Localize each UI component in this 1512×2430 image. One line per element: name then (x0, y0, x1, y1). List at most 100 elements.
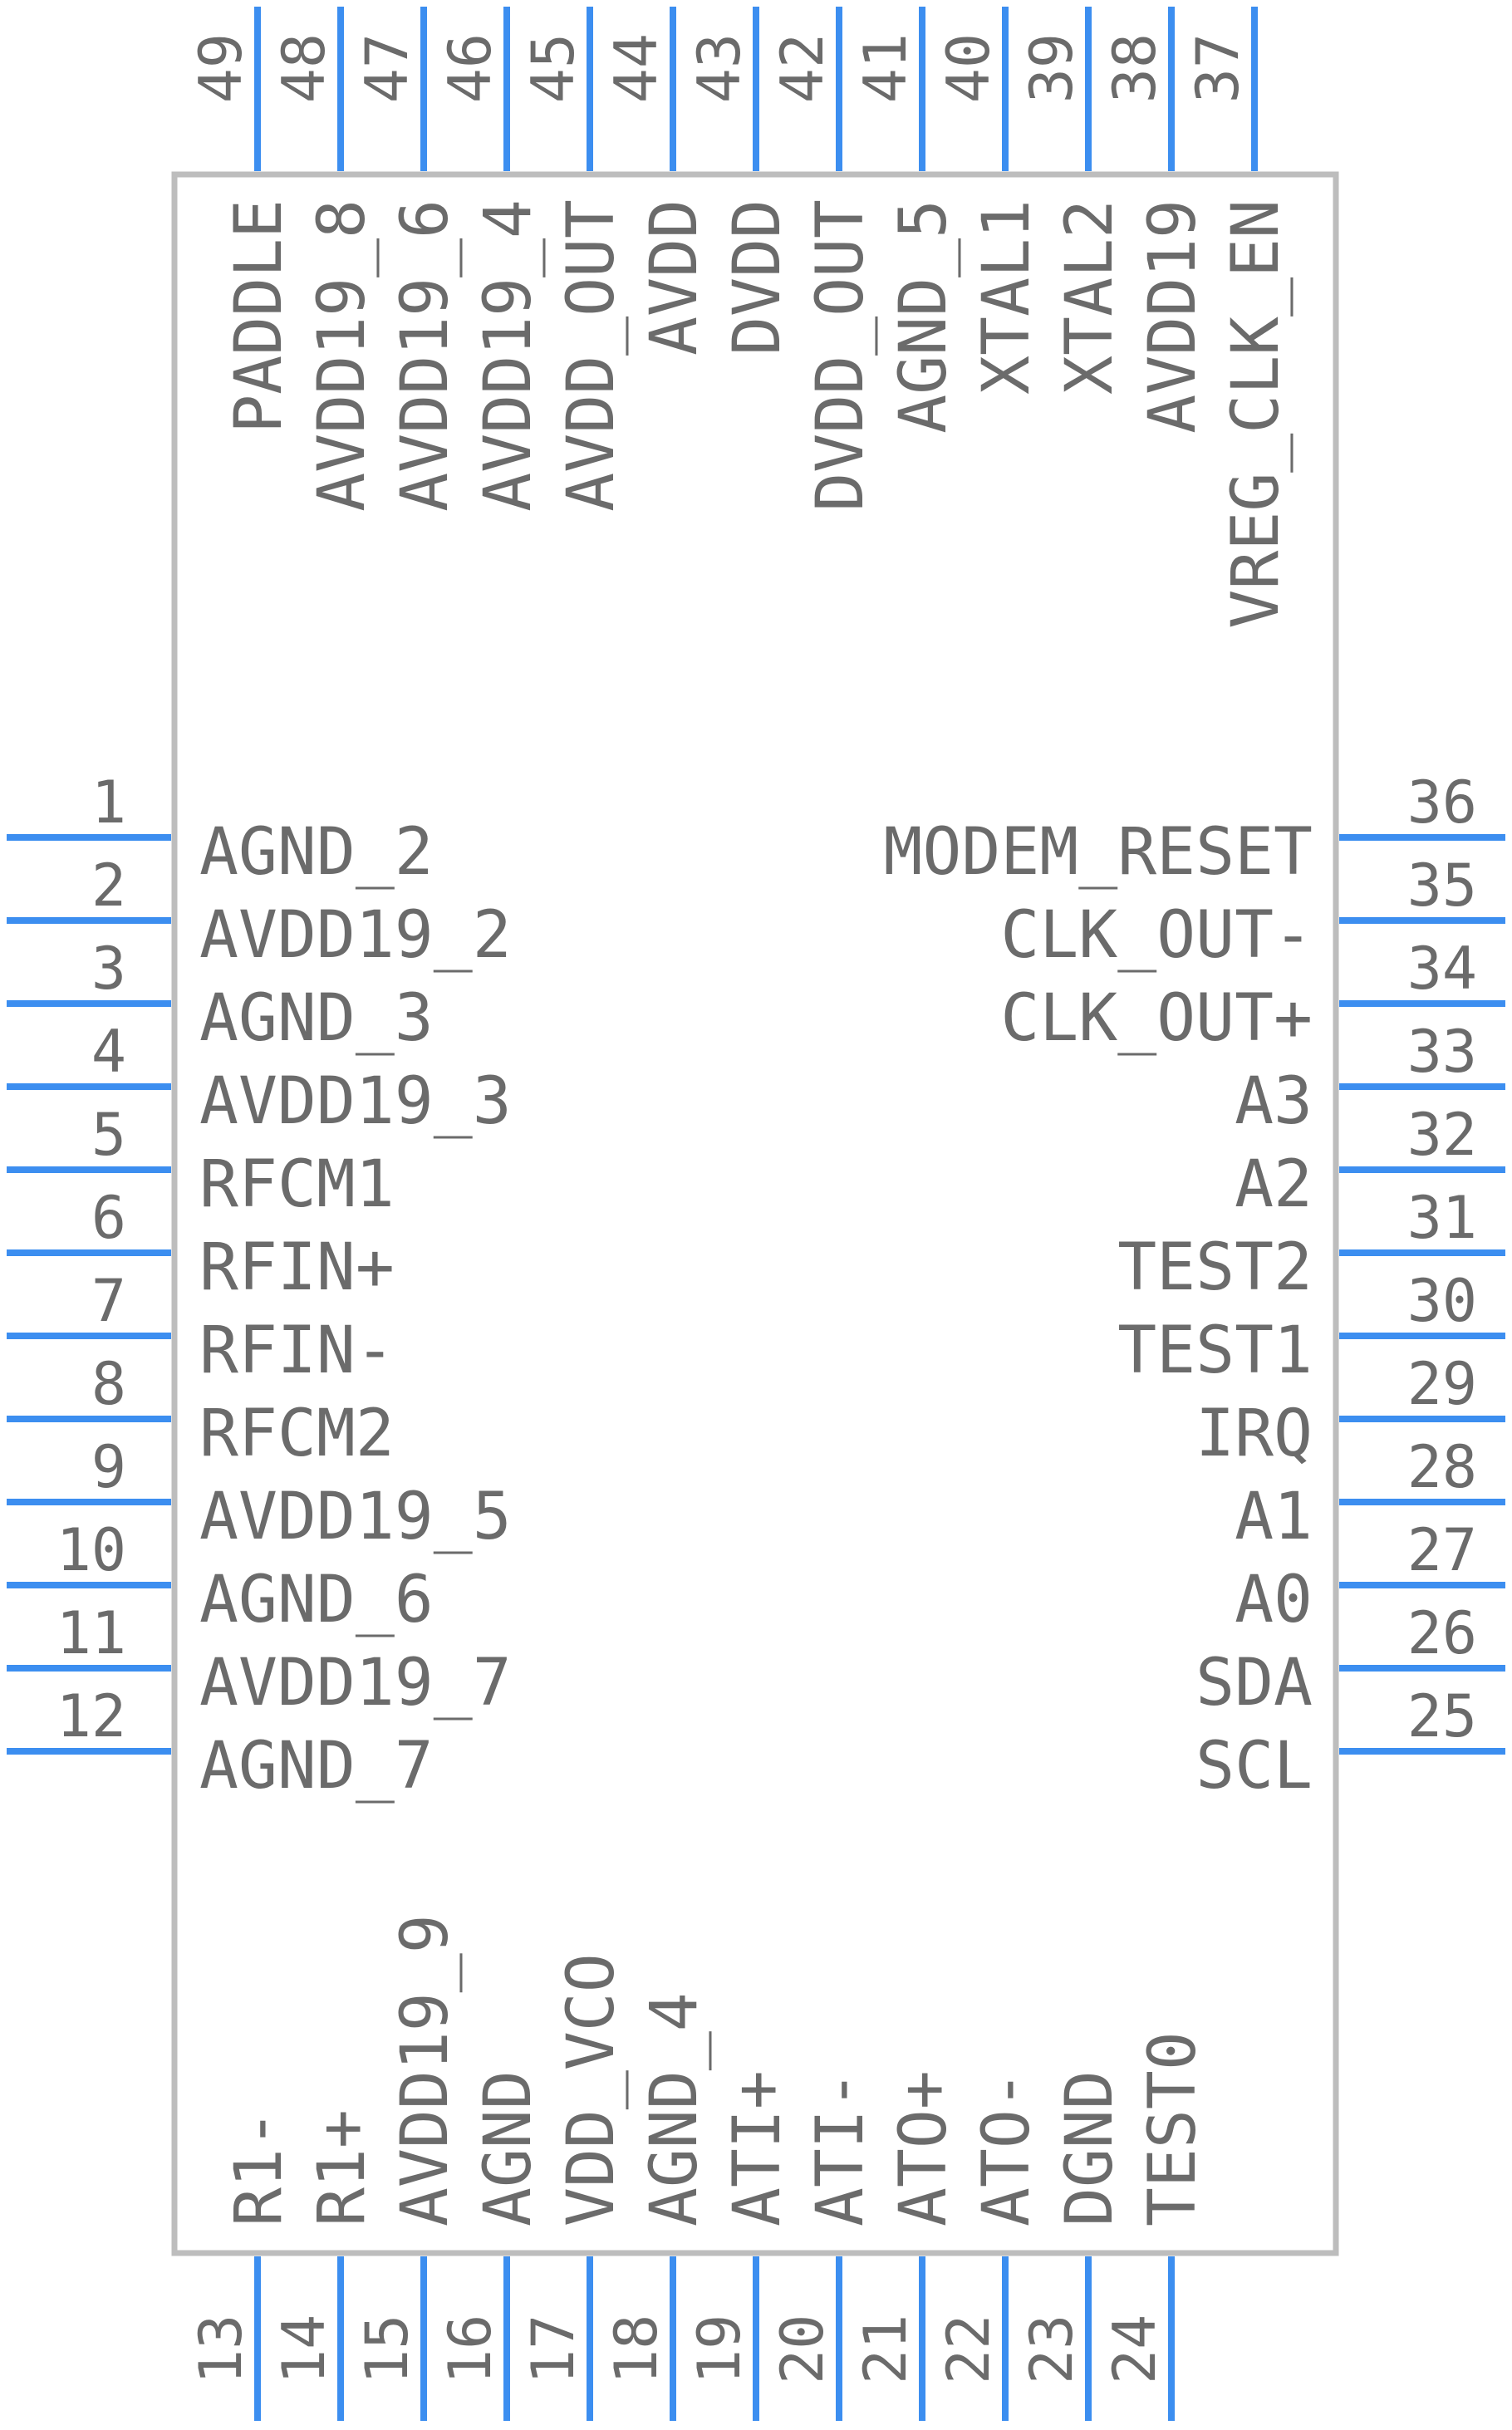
pin-number: 39 (1018, 33, 1086, 103)
pin-label: ATI- (803, 2070, 878, 2226)
pin-number: 1 (91, 768, 126, 837)
pin-number: 23 (1018, 2315, 1086, 2384)
top-pin-group: 49PADDLE48AVDD19_847AVDD19_646AVDD19_445… (187, 7, 1294, 629)
pin-label: ATI+ (720, 2070, 795, 2226)
pin-label: RFIN+ (199, 1230, 395, 1305)
pin-number: 36 (1407, 768, 1477, 837)
pin-label: RFIN- (199, 1313, 395, 1388)
pin-number: 42 (768, 33, 837, 103)
pin-number: 24 (1101, 2315, 1169, 2384)
pin-label: AGND_3 (199, 981, 434, 1056)
pin-label: TEST1 (1117, 1313, 1313, 1388)
pin-label: A0 (1235, 1563, 1313, 1637)
pin-number: 7 (91, 1267, 126, 1335)
pin-number: 32 (1407, 1101, 1477, 1169)
pin-number: 5 (91, 1101, 126, 1169)
pin-number: 44 (602, 33, 670, 103)
pin-number: 6 (91, 1184, 126, 1252)
pin-number: 48 (270, 33, 338, 103)
pin-number: 40 (935, 33, 1003, 103)
pin-label: DVDD_OUT (803, 199, 878, 512)
pin-label: AGND_4 (637, 1992, 712, 2226)
pin-label: ATO- (970, 2070, 1044, 2226)
left-pin-group: 1AGND_22AVDD19_23AGND_34AVDD19_35RFCM16R… (7, 768, 512, 1804)
pin-label: AVDD19_7 (199, 1646, 512, 1721)
pin-number: 41 (852, 33, 920, 103)
pin-label: SDA (1195, 1646, 1313, 1721)
pin-label: AVDD19_5 (199, 1480, 512, 1554)
pin-number: 47 (353, 33, 421, 103)
pin-label: AVDD19 (1136, 199, 1210, 434)
pin-number: 16 (436, 2315, 504, 2384)
pin-label: MODEM_RESET (883, 815, 1313, 890)
pin-number: 49 (187, 33, 255, 103)
pin-number: 22 (935, 2315, 1003, 2384)
pin-label: RFCM1 (199, 1147, 395, 1222)
pin-number: 9 (91, 1433, 126, 1501)
pin-number: 26 (1407, 1599, 1477, 1667)
pin-label: AGND_5 (886, 199, 961, 434)
ic-body-outline (171, 171, 1339, 2256)
pin-number: 19 (685, 2315, 754, 2384)
pin-number: 18 (602, 2315, 670, 2384)
pin-number: 13 (187, 2315, 255, 2384)
pin-number: 43 (685, 33, 754, 103)
bottom-pin-group: 13R1-14R1+15AVDD19_916AGND17VDD_VCO18AGN… (187, 1914, 1210, 2421)
pin-label: VDD_VCO (554, 1953, 629, 2226)
pin-label: VREG_CLK_EN (1219, 199, 1294, 629)
pin-bottom-18: 18 AGND_4 (602, 1992, 712, 2421)
pin-label: XTAL2 (1053, 199, 1127, 395)
pin-label: ATO+ (886, 2070, 961, 2226)
pin-label: AVDD19_6 (388, 199, 463, 512)
pin-label: DVDD (720, 199, 795, 356)
pin-label: CLK_OUT+ (1000, 981, 1313, 1056)
pin-label: SCL (1195, 1729, 1313, 1804)
pin-label: AVDD (637, 199, 712, 356)
pin-number: 15 (353, 2315, 421, 2384)
pin-number: 2 (91, 852, 126, 920)
pin-label: TEST0 (1136, 2031, 1210, 2226)
pin-label: AGND_2 (199, 815, 434, 890)
pin-label: AVDD19_2 (199, 898, 512, 973)
pin-label: AVDD19_4 (471, 199, 546, 512)
pin-number: 11 (56, 1599, 126, 1667)
pin-number: 27 (1407, 1516, 1477, 1584)
pin-label: AVDD19_3 (199, 1064, 512, 1139)
pin-number: 37 (1184, 33, 1252, 103)
pin-label: DGND (1053, 2070, 1127, 2226)
pin-number: 45 (519, 33, 587, 103)
pin-number: 30 (1407, 1267, 1477, 1335)
pin-label: IRQ (1195, 1397, 1313, 1471)
pin-label: A3 (1235, 1064, 1313, 1139)
